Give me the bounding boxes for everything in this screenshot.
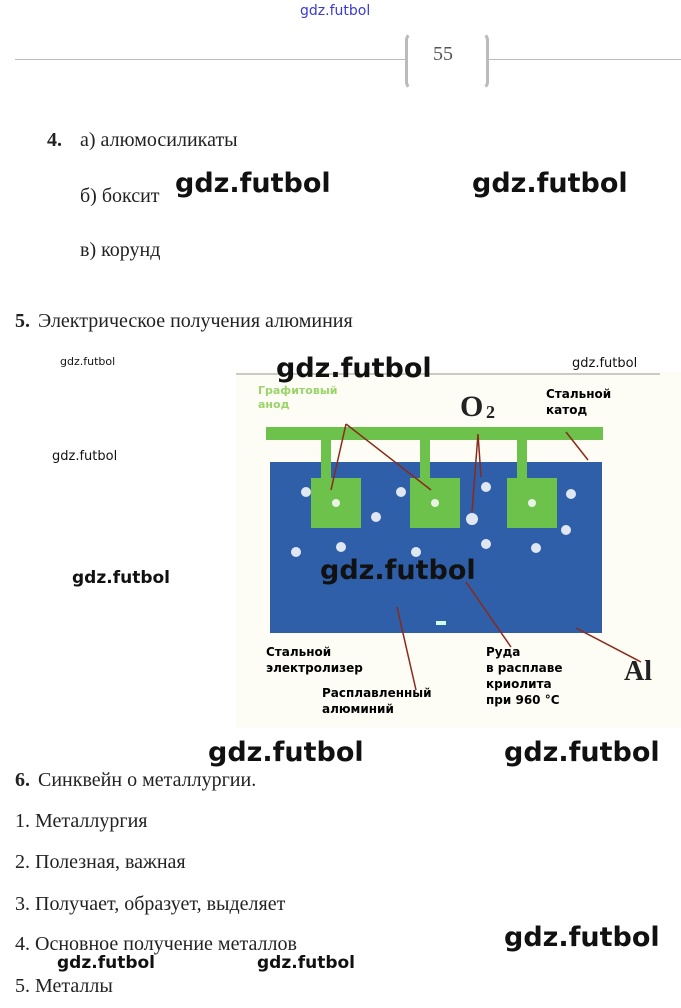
anode-bar: [266, 427, 603, 440]
ore-label-3: криолита: [486, 677, 552, 691]
watermark: gdz.futbol: [472, 168, 628, 199]
watermark: gdz.futbol: [72, 568, 170, 588]
cinquain-line: 2. Полезная, важная: [15, 851, 186, 873]
electrolyzer-label: Стальной: [266, 645, 331, 659]
task6-title: Синквейн о металлургии.: [38, 769, 257, 791]
al-label: Al: [624, 656, 652, 687]
watermark: gdz.futbol: [504, 922, 660, 953]
task4-item-b: б) боксит: [80, 185, 160, 207]
site-header-link[interactable]: gdz.futbol: [300, 3, 371, 19]
watermark: gdz.futbol: [504, 737, 660, 768]
electrolysis-diagram: Графитовый анод O 2 Стальной катод Сталь…: [236, 372, 681, 728]
page-number: 55: [433, 43, 453, 65]
anode-label: Графитовый: [258, 384, 337, 397]
watermark: gdz.futbol: [320, 555, 476, 586]
watermark: gdz.futbol: [572, 356, 638, 371]
o2-subscript: 2: [486, 402, 495, 422]
ore-label: Руда: [486, 645, 520, 659]
ore-label-4: при 960 °C: [486, 693, 560, 707]
task6-number: 6.: [15, 769, 30, 791]
task4-item-c: в) корунд: [80, 239, 161, 261]
electrolyzer-label-2: электролизер: [266, 661, 363, 675]
molten-al-label-2: алюминий: [322, 702, 394, 716]
anode-label-2: анод: [258, 398, 290, 411]
watermark: gdz.futbol: [60, 355, 116, 368]
cinquain-line: 4. Основное получение металлов: [15, 933, 297, 955]
task5-number: 5.: [15, 310, 30, 332]
molten-al-label: Расплавленный: [322, 686, 432, 700]
o2-label: O: [460, 390, 483, 423]
watermark: gdz.futbol: [175, 168, 331, 199]
watermark: gdz.futbol: [276, 353, 432, 384]
header-rule-right: [487, 59, 681, 60]
watermark: gdz.futbol: [257, 953, 355, 973]
cinquain-line: 5. Металлы: [15, 975, 113, 997]
cinquain-line: 1. Металлургия: [15, 810, 148, 832]
watermark: gdz.futbol: [57, 953, 155, 973]
task5-title: Электрическое получения алюминия: [38, 310, 353, 332]
task4-number: 4.: [47, 129, 62, 151]
watermark: gdz.futbol: [52, 449, 118, 464]
task4-item-a: а) алюмосиликаты: [80, 129, 238, 151]
watermark: gdz.futbol: [208, 737, 364, 768]
cathode-label-2: катод: [546, 403, 587, 417]
cathode-label: Стальной: [546, 387, 611, 401]
header-rule-left: [15, 59, 405, 60]
ore-label-2: в расплаве: [486, 661, 562, 675]
cinquain-line: 3. Получает, образует, выделяет: [15, 893, 286, 915]
page-number-bracket: [405, 32, 489, 90]
